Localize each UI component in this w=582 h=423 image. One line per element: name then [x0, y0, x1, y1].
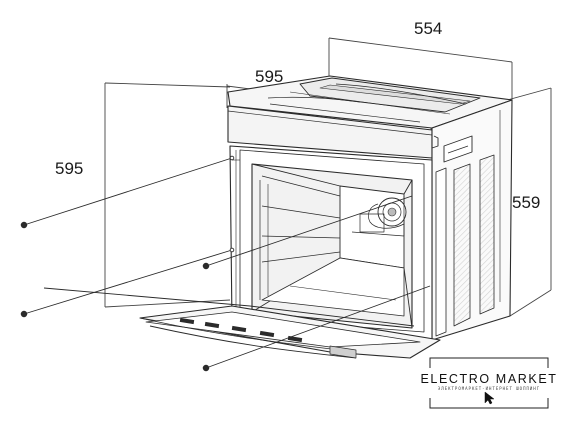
screw-icon: [202, 364, 210, 372]
logo-brand-text: ELECTRO MARKET: [414, 373, 564, 386]
screw-icon: [20, 310, 28, 318]
dimension-width-front: 595: [255, 67, 284, 86]
dimension-width-top: 554: [414, 19, 443, 38]
dimension-height-left: 595: [55, 159, 84, 178]
logo-tagline: ЭЛЕКТРОМАРКЕТ-ИНТЕРНЕТ ШОППИНГ: [437, 386, 541, 391]
dimension-depth-right: 559: [512, 193, 541, 212]
electro-market-logo: ELECTRO MARKET ЭЛЕКТРОМАРКЕТ-ИНТЕРНЕТ ШО…: [414, 356, 564, 410]
fixing-screws: [20, 155, 431, 372]
oven-body: [139, 75, 513, 359]
logo-frame: [429, 357, 549, 409]
cursor-arrow-icon: [484, 391, 495, 405]
screw-icon: [20, 221, 28, 229]
screw-icon: [202, 262, 210, 270]
